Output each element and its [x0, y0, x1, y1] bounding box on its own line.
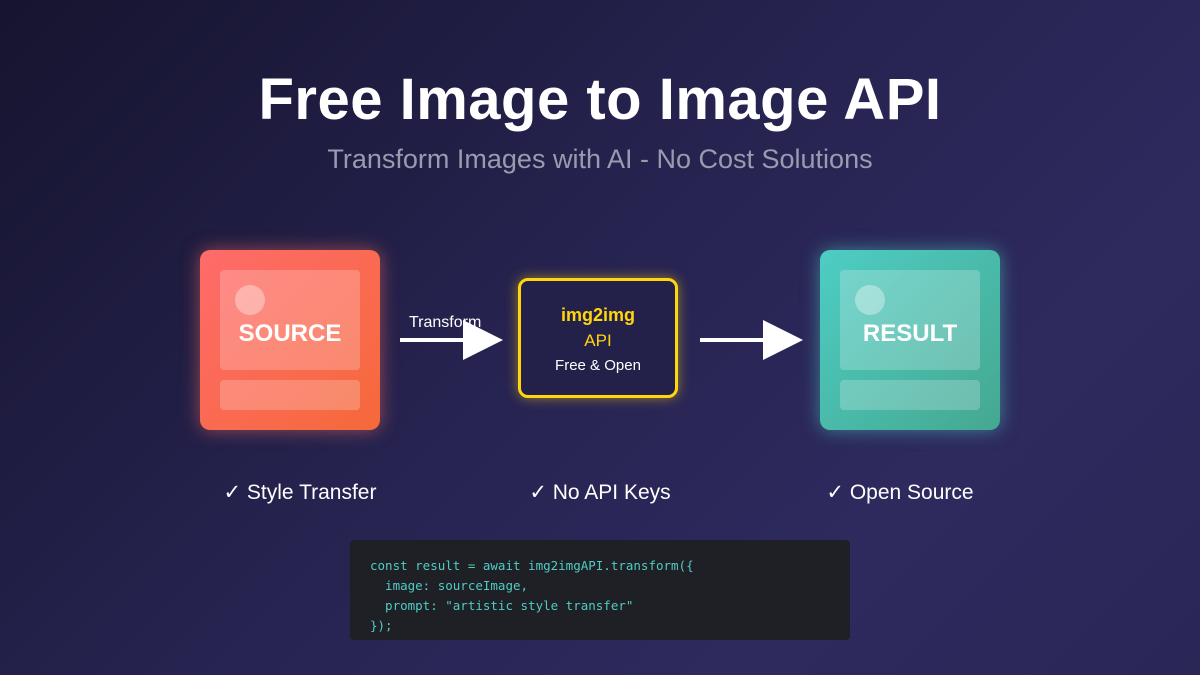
- code-line: prompt: "artistic style transfer": [370, 598, 634, 613]
- result-card: RESULT: [820, 250, 1000, 430]
- feature-open-source: ✓ Open Source: [826, 481, 974, 504]
- code-line: image: sourceImage,: [370, 578, 529, 593]
- source-image-panel: [220, 270, 360, 370]
- result-caption-bar: [840, 380, 980, 410]
- transform-arrow-label: Transform: [409, 314, 482, 331]
- source-image-icon: [235, 285, 265, 315]
- feature-no-api-keys: ✓ No API Keys: [529, 481, 671, 504]
- output-arrow-icon: [700, 320, 803, 360]
- result-image-panel: [840, 270, 980, 370]
- transform-arrow-icon: [400, 320, 503, 360]
- code-line: const result = await img2imgAPI.transfor…: [370, 558, 694, 573]
- result-label: RESULT: [862, 320, 958, 347]
- api-tagline: Free & Open: [555, 357, 641, 374]
- api-box: img2img API Free & Open: [518, 278, 678, 398]
- result-image-icon: [855, 285, 885, 315]
- source-label: SOURCE: [238, 320, 342, 347]
- source-card: SOURCE: [200, 250, 380, 430]
- feature-style-transfer: ✓ Style Transfer: [223, 481, 377, 504]
- page-title: Free Image to Image API: [258, 67, 942, 132]
- source-caption-bar: [220, 380, 360, 410]
- page-subtitle: Transform Images with AI - No Cost Solut…: [327, 144, 873, 174]
- code-snippet: const result = await img2imgAPI.transfor…: [350, 540, 850, 640]
- api-type: API: [584, 331, 612, 350]
- api-name: img2img: [560, 305, 635, 325]
- code-line: });: [370, 618, 393, 633]
